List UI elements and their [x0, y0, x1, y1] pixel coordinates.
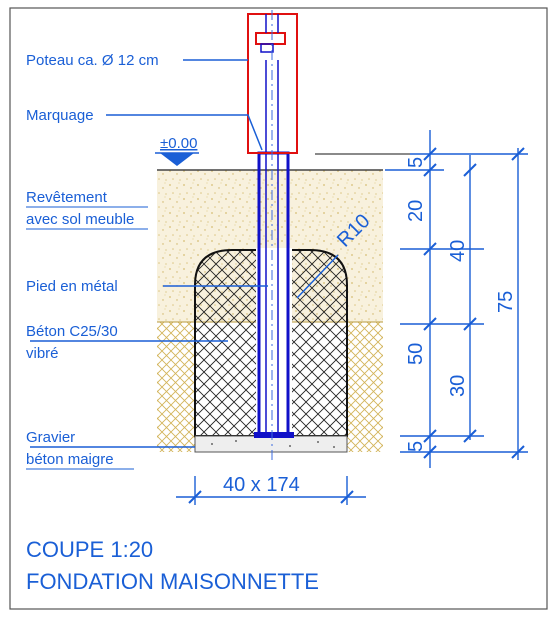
- drawing-frame: [9, 7, 548, 610]
- base-dimension-label: 40 x 174: [223, 474, 300, 496]
- gravel-label-line2: béton maigre: [26, 451, 114, 468]
- base-dimension: [176, 476, 366, 505]
- dim-5-top: 5: [405, 157, 427, 168]
- title-line1: COUPE 1:20: [26, 537, 153, 562]
- foot-label: Pied en métal: [26, 278, 118, 295]
- metal-foot-baseplate: [254, 432, 294, 438]
- concrete-block-core: [256, 248, 292, 438]
- pole-bolt: [260, 43, 274, 53]
- dimension-ticks: [423, 147, 525, 459]
- marking-label: Marquage: [26, 107, 94, 124]
- concrete-label-line2: vibré: [26, 345, 59, 362]
- gravel-base-marks: [211, 440, 335, 448]
- pole-label: Poteau ca. Ø 12 cm: [26, 52, 159, 69]
- pole-cap: [255, 32, 286, 45]
- surface-label-line1: Revêtement: [26, 189, 108, 206]
- dim-30: 30: [447, 375, 469, 397]
- dim-40: 40: [447, 240, 469, 262]
- dim-20: 20: [405, 200, 427, 222]
- vertical-dimensions: [385, 130, 528, 468]
- subsoil-right: [347, 322, 383, 452]
- gravel-base: [194, 435, 348, 453]
- dim-5-bottom: 5: [405, 441, 427, 452]
- level-marker-icon: [160, 153, 194, 166]
- gravel-label-line1: Gravier: [26, 429, 75, 446]
- leader-lines: [30, 59, 339, 448]
- dim-75: 75: [495, 291, 517, 313]
- title-line2: FONDATION MAISONNETTE: [26, 569, 319, 594]
- base-dimension-ticks: [188, 490, 354, 504]
- surface-label-line2: avec sol meuble: [26, 211, 134, 228]
- concrete-label-line1: Béton C25/30: [26, 323, 118, 340]
- level-label: ±0.00: [160, 135, 197, 152]
- subsoil-left: [157, 322, 195, 452]
- dim-50: 50: [405, 343, 427, 365]
